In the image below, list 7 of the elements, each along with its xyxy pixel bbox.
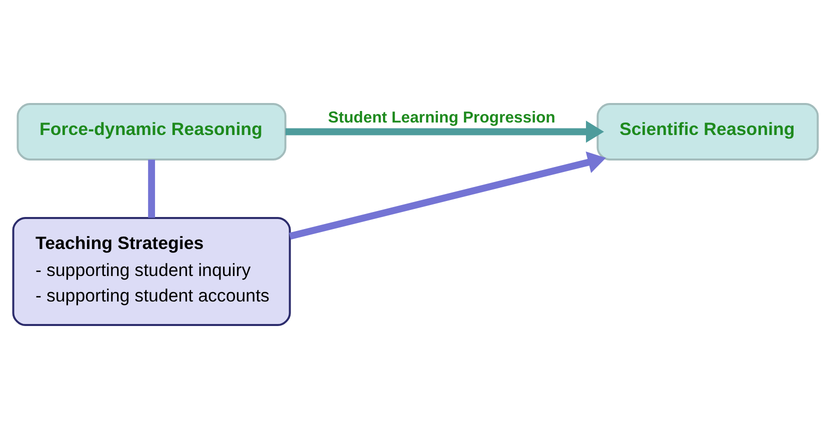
node-box: Teaching Strategies - supporting student inquiry - supporting student accounts (12, 216, 291, 326)
node-box: Scientific Reasoning (596, 102, 819, 160)
arrow (285, 120, 604, 143)
arrow (289, 152, 606, 240)
node-box: Force-dynamic Reasoning (16, 102, 286, 160)
edge-label: Student Learning Progression (328, 110, 556, 127)
connector (148, 160, 156, 218)
